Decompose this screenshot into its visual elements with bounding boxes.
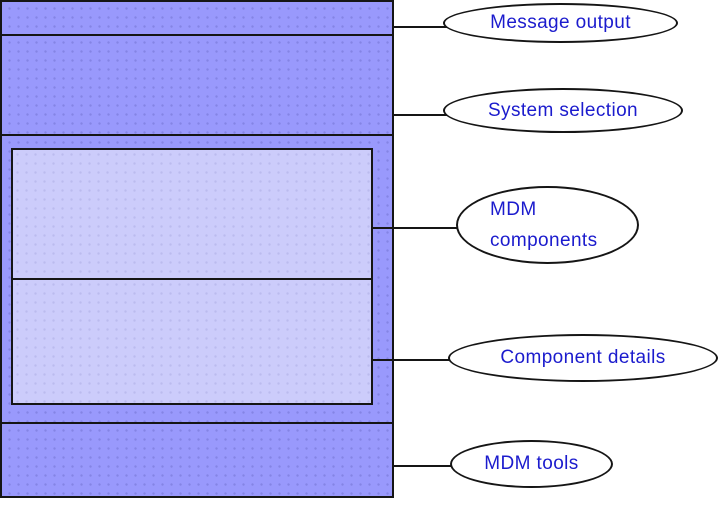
mdm-tools-region <box>2 424 392 496</box>
callout-label: MDM tools <box>484 453 579 474</box>
connector-line-component-details <box>372 359 454 361</box>
callout-label: System selection <box>487 99 638 121</box>
inner-panels-container <box>11 148 373 405</box>
callout-message-output: Message output <box>443 3 678 43</box>
message-output-region <box>2 2 392 36</box>
component-details-panel <box>13 280 371 403</box>
callout-mdm-components: MDM components <box>456 186 639 264</box>
callout-system-selection: System selection <box>443 88 683 133</box>
app-window-frame <box>0 0 394 498</box>
mdm-components-panel <box>13 150 371 280</box>
connector-line-mdm-components <box>372 227 462 229</box>
mdm-components-region <box>2 136 392 424</box>
callout-component-details: Component details <box>448 334 718 382</box>
callout-mdm-tools: MDM tools <box>450 440 613 488</box>
connector-line-system-selection <box>392 114 448 116</box>
callout-label: MDM components <box>490 199 598 251</box>
connector-line-message-output <box>392 26 448 28</box>
connector-line-mdm-tools <box>392 465 456 467</box>
callout-label: Message output <box>490 12 631 33</box>
system-selection-region <box>2 36 392 136</box>
callout-label: Component details <box>500 347 666 368</box>
